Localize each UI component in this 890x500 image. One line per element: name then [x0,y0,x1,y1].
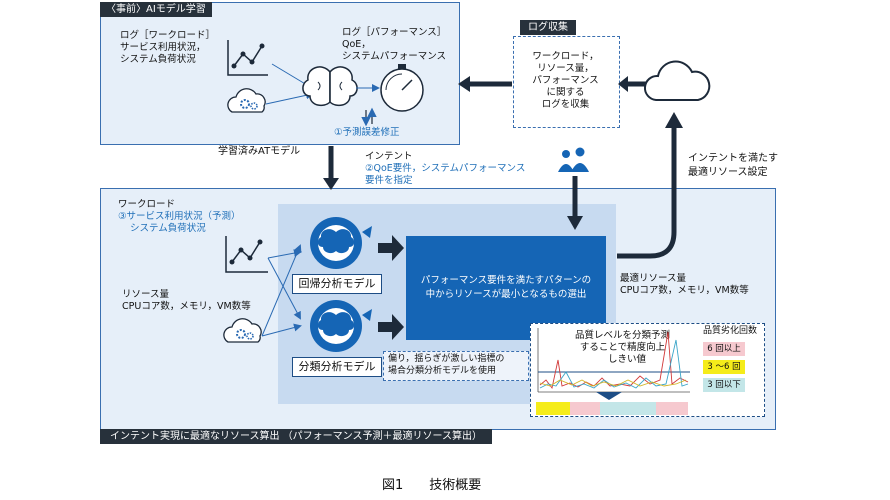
classification-model-icon [310,300,372,352]
prediction-error-correction: ①予測誤差修正 [334,127,400,138]
log-collection-box [513,36,620,128]
legend-item-6-plus: 6 回以上 [703,342,745,356]
regression-model-label: 回帰分析モデル [292,274,382,294]
top-panel-header: 〈事前〉AIモデル学習 [100,2,212,17]
resource-amount-text: リソース量 CPUコア数，メモリ，VM数等 [122,289,251,312]
trained-model-label: 学習済みATモデル [218,146,301,157]
log-collection-text: ワークロード， リソース量， パフォーマンス に関する ログを収集 [532,51,599,110]
users-icon [558,147,589,172]
optimal-setting-label: インテントを満たす 最適リソース設定 [688,153,778,178]
quality-classification-label: 品質レベルを分類予測 することで精度向上 [575,330,671,353]
legend-title: 品質劣化回数 [702,326,757,336]
optimal-pattern-selection-box: パフォーマンス要件を満たすパターンの 中からリソースが最小となるもの選出 [406,236,606,340]
bottom-panel-footer: インテント実現に最適なリソース算出 （パフォーマンス予測＋最適リソース算出） [100,429,492,444]
classification-note-text: 偏り，揺らぎが激しい指標の 場合分類分析モデルを使用 [388,354,505,376]
classification-model-label: 分類分析モデル [292,357,382,377]
log-performance-text: ログ［パフォーマンス］ QoE， システムパフォーマンス [342,27,447,62]
workload-forecast-text: ワークロード ③サービス利用状況（予測） システム負荷状況 [118,199,241,234]
legend-item-3-6: 3 〜6 回 [703,360,745,374]
quality-chart-inset [530,323,765,417]
classification-note-box [383,351,529,381]
legend-item-3-below: 3 回以下 [703,378,745,392]
line-chart-icon-bottom [225,236,268,273]
line-chart-icon [227,40,268,76]
quality-chart-lines [537,328,690,393]
cloud-icon [644,60,711,101]
optimal-resource-text: 最適リソース量 CPUコア数，メモリ，VM数等 [620,273,749,296]
cloud-gear-icon [227,88,266,113]
gauge-icon [380,64,424,112]
cloud-gear-icon-bottom [223,318,262,343]
log-collection-header: ログ収集 [520,20,576,35]
threshold-label: しきい値 [608,354,647,365]
correction-arrows-icon [361,107,377,127]
intent-label: インテント ②QoE要件，システムパフォーマンス 要件を指定 [365,151,526,186]
brain-icon [302,66,358,107]
quality-color-bar [536,402,688,415]
figure-caption: 図1 技術概要 [382,478,482,493]
log-workload-text: ログ［ワークロード］ サービス利用状況， システム負荷状況 [120,30,216,65]
regression-model-icon [310,217,372,269]
